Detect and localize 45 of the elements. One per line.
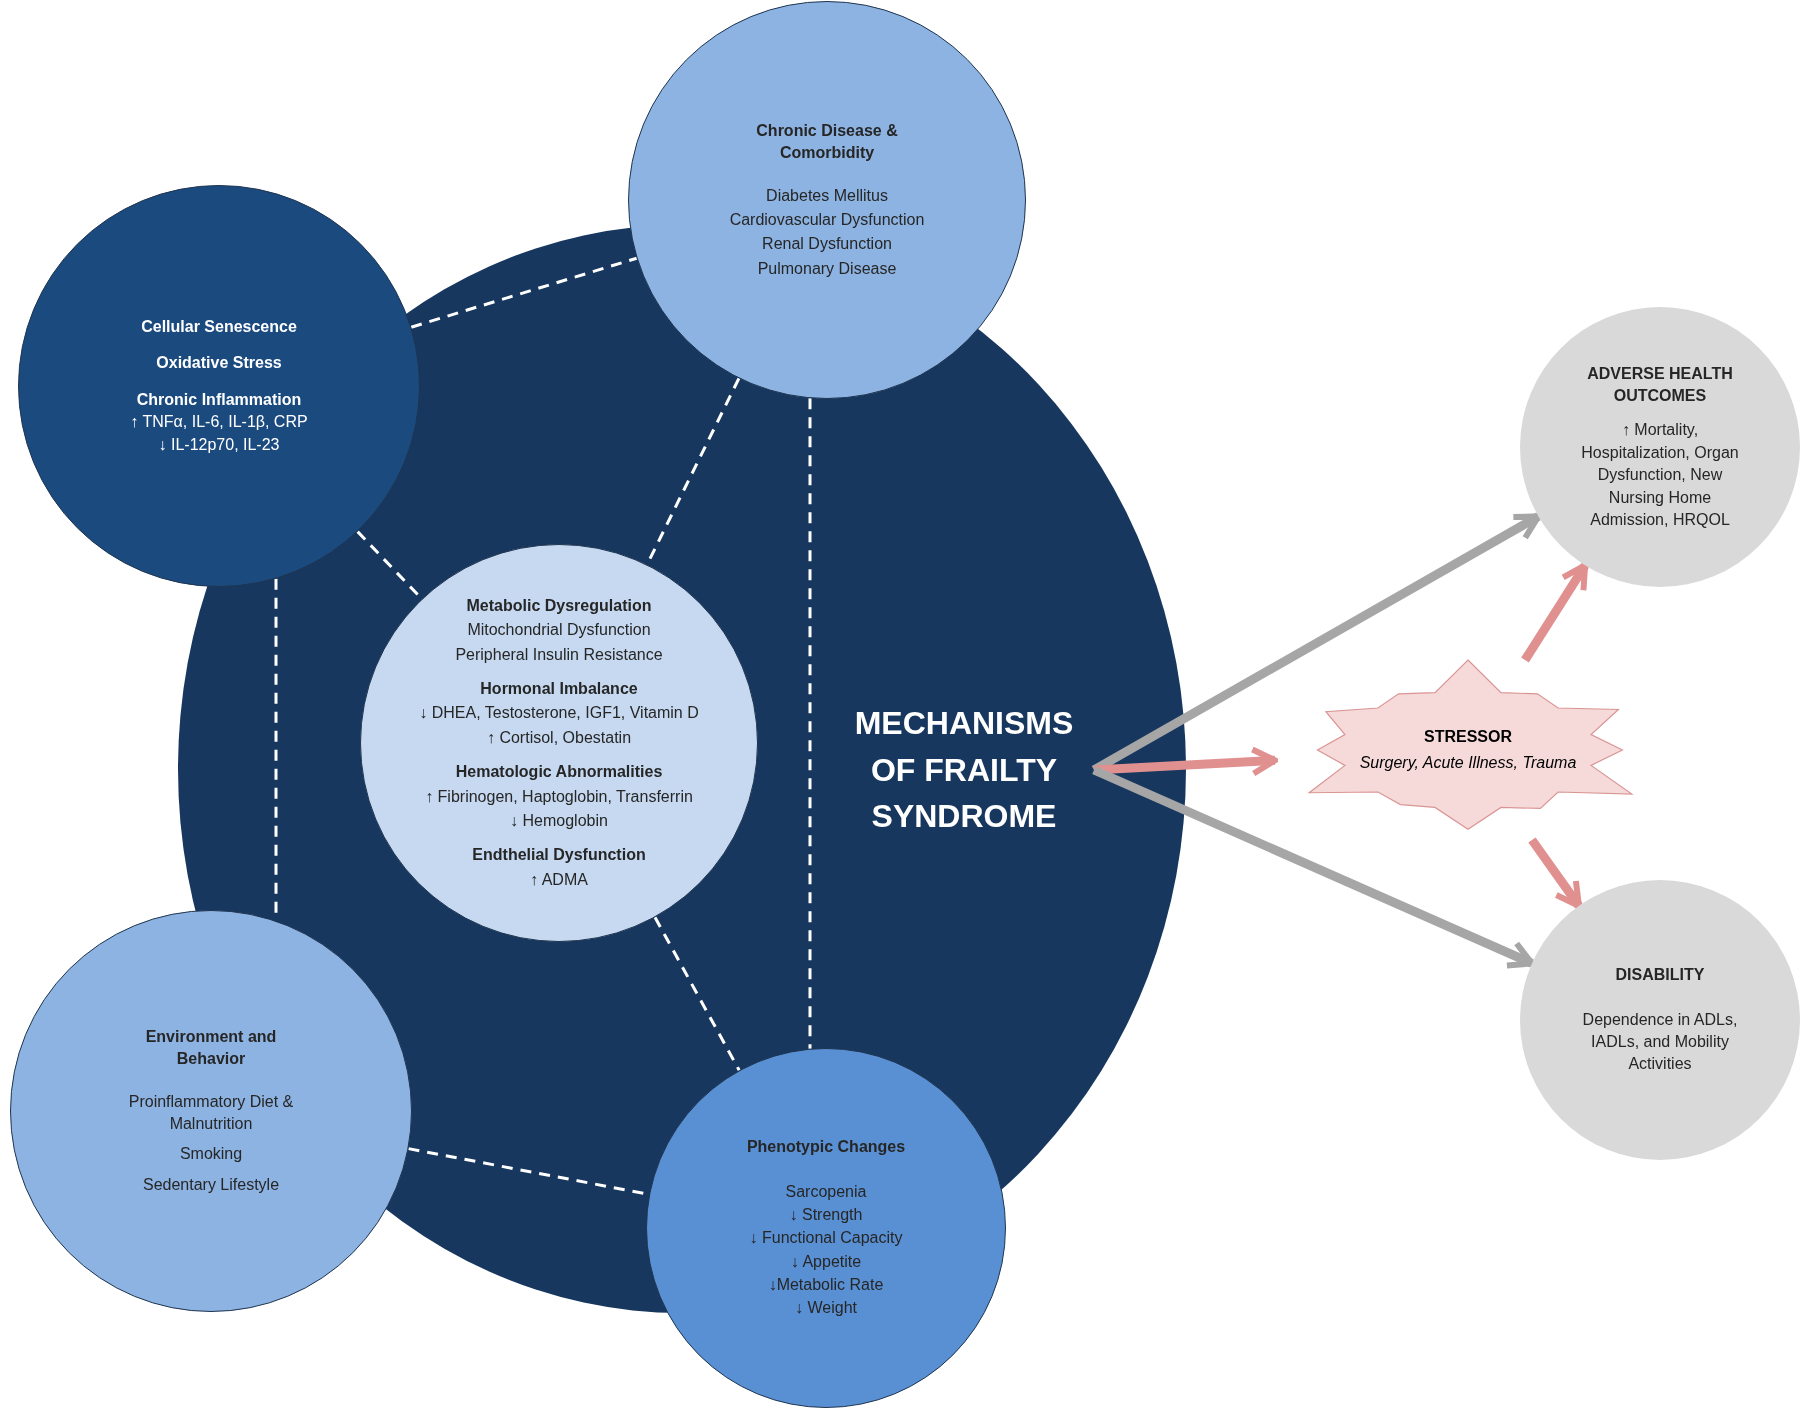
circle-heading: STRESSOR xyxy=(1424,726,1512,747)
circle-heading: Phenotypic Changes xyxy=(746,1137,906,1158)
circle-heading: Endthelial Dysfunction xyxy=(472,845,646,866)
circle-text: Dependence in ADLs, IADLs, and Mobility Activities xyxy=(1581,1009,1739,1075)
circle-text: ↓ IL-12p70, IL-23 xyxy=(158,434,280,455)
circle-text: ↓ Appetite xyxy=(790,1251,862,1272)
arrow xyxy=(1092,765,1535,969)
dashed-connector xyxy=(653,916,741,1072)
circle-heading: Hormonal Imbalance xyxy=(480,679,638,699)
dashed-connector xyxy=(410,256,638,329)
circle-text: ↑ Cortisol, Obestatin xyxy=(486,727,632,748)
circle-text: Renal Dysfunction xyxy=(762,234,892,255)
circle-text: ↓Metabolic Rate xyxy=(768,1275,884,1296)
circle-text: Sarcopenia xyxy=(785,1181,867,1202)
circle-text: Mitochondrial Dysfunction xyxy=(467,620,651,641)
circle-text: ↑ Mortality, Hospitalization, Organ Dysfunction, New Nursing Home Admission, HRQOL xyxy=(1580,420,1740,530)
circle-text: Proinflammatory Diet & Malnutrition xyxy=(127,1091,295,1134)
center-title: MECHANISMS OF FRAILTY SYNDROME xyxy=(853,704,1075,837)
circle-heading: Environment and Behavior xyxy=(144,1026,278,1070)
circle-text: Smoking xyxy=(179,1144,243,1165)
circle-text: ↓ DHEA, Testosterone, IGF1, Vitamin D xyxy=(419,703,699,724)
circle-text: Cardiovascular Dysfunction xyxy=(729,210,925,230)
circle-heading: ADVERSE HEALTH OUTCOMES xyxy=(1586,363,1734,406)
arrow xyxy=(1528,837,1583,909)
circle-text: ↑ TNFα, IL-6, IL-1β, CRP xyxy=(130,412,308,433)
circle-text: Pulmonary Disease xyxy=(757,258,897,279)
circle-heading: DISABILITY xyxy=(1615,965,1705,986)
circle-text: ↓ Hemoglobin xyxy=(510,810,608,831)
circle-heading: Hematologic Abnormalities xyxy=(455,762,663,783)
circle-text: ↓ Functional Capacity xyxy=(749,1228,903,1249)
dashed-connector xyxy=(808,398,812,1049)
circle-heading: Metabolic Dysregulation xyxy=(466,595,652,616)
circle-text: ↓ Strength xyxy=(789,1204,863,1225)
circle-text: ↑ ADMA xyxy=(530,869,588,890)
circle-text: Peripheral Insulin Resistance xyxy=(455,644,663,665)
arrow xyxy=(1093,746,1278,777)
circle-text: ↓ Weight xyxy=(795,1298,857,1319)
circle-heading: Cellular Senescence xyxy=(141,317,297,337)
circle-text: Surgery, Acute Illness, Trauma xyxy=(1359,753,1577,773)
circle-heading: Chronic Inflammation xyxy=(136,389,302,410)
circle-heading: Chronic Disease & Comorbidity xyxy=(755,120,899,164)
circle-text: Sedentary Lifestyle xyxy=(142,1174,280,1195)
circle-text: ↑ Fibrinogen, Haptoglobin, Transferrin xyxy=(425,786,693,807)
circle-heading: Oxidative Stress xyxy=(156,353,282,374)
circle-text: Diabetes Mellitus xyxy=(766,185,888,206)
